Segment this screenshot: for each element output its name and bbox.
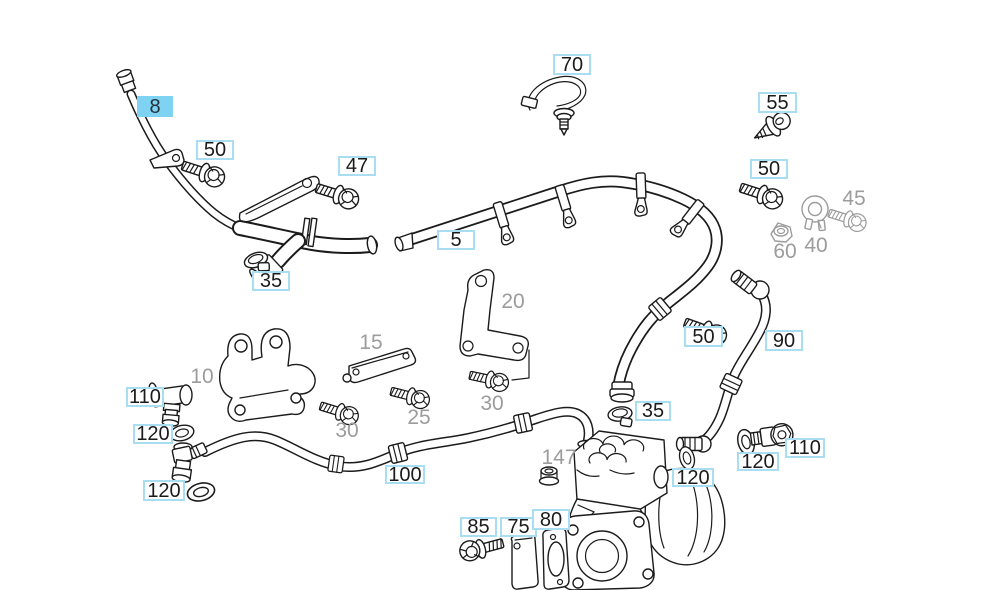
bolt-50-right-drawing [736, 177, 786, 213]
part-label-40: 40 [804, 233, 828, 257]
part-label-35[interactable]: 35 [252, 271, 290, 291]
pipe-5-drawing [394, 172, 723, 403]
cable-tie-70-drawing [520, 75, 587, 136]
part-label-120[interactable]: 120 [133, 424, 173, 444]
bracket-10-drawing [218, 328, 316, 423]
clamp-40-drawing [801, 195, 829, 232]
vent-pipe-8-drawing [115, 68, 378, 289]
part-label-80[interactable]: 80 [532, 509, 570, 530]
bolt-30-mid-drawing [467, 366, 511, 394]
cover-plate-75-drawing [510, 533, 539, 590]
grommet-147-drawing [538, 466, 560, 486]
part-label-10: 10 [190, 364, 214, 388]
part-label-5[interactable]: 5 [437, 230, 475, 250]
part-label-8-selected[interactable]: 8 [137, 96, 173, 117]
part-label-120[interactable]: 120 [672, 468, 714, 488]
part-label-45: 45 [842, 186, 866, 210]
gasket-80-drawing [542, 527, 570, 590]
part-label-147: 147 [541, 445, 577, 469]
part-label-70[interactable]: 70 [553, 54, 591, 75]
part-label-120[interactable]: 120 [737, 452, 779, 472]
hose-clamp-35-lower-drawing [606, 404, 635, 431]
pipe-90-drawing [675, 267, 771, 453]
nut-60-drawing [770, 222, 793, 243]
part-label-50[interactable]: 50 [196, 140, 234, 160]
bracket-20-drawing [459, 268, 530, 381]
part-label-110[interactable]: 110 [785, 438, 825, 458]
part-label-15: 15 [359, 330, 383, 354]
part-label-100[interactable]: 100 [385, 465, 425, 485]
part-label-50[interactable]: 50 [684, 326, 723, 347]
part-label-50[interactable]: 50 [750, 159, 788, 179]
screw-55-drawing [753, 111, 791, 140]
part-label-60: 60 [773, 239, 797, 263]
part-label-30: 30 [480, 391, 504, 415]
part-label-110[interactable]: 110 [126, 387, 164, 407]
part-label-20: 20 [501, 289, 525, 313]
part-label-90[interactable]: 90 [765, 330, 803, 351]
compressor-80-drawing [560, 430, 726, 590]
part-label-47[interactable]: 47 [338, 156, 376, 176]
hose-100-drawing [171, 406, 595, 483]
part-label-35[interactable]: 35 [635, 401, 671, 421]
part-label-55[interactable]: 55 [758, 92, 797, 113]
part-label-120[interactable]: 120 [143, 480, 185, 501]
plate-15-drawing [342, 347, 417, 384]
bolt-47-drawing [312, 178, 362, 213]
part-label-30: 30 [335, 418, 359, 442]
part-label-85[interactable]: 85 [460, 517, 497, 537]
seal-120-left-lower-drawing [184, 479, 218, 505]
part-label-25: 25 [407, 405, 431, 429]
